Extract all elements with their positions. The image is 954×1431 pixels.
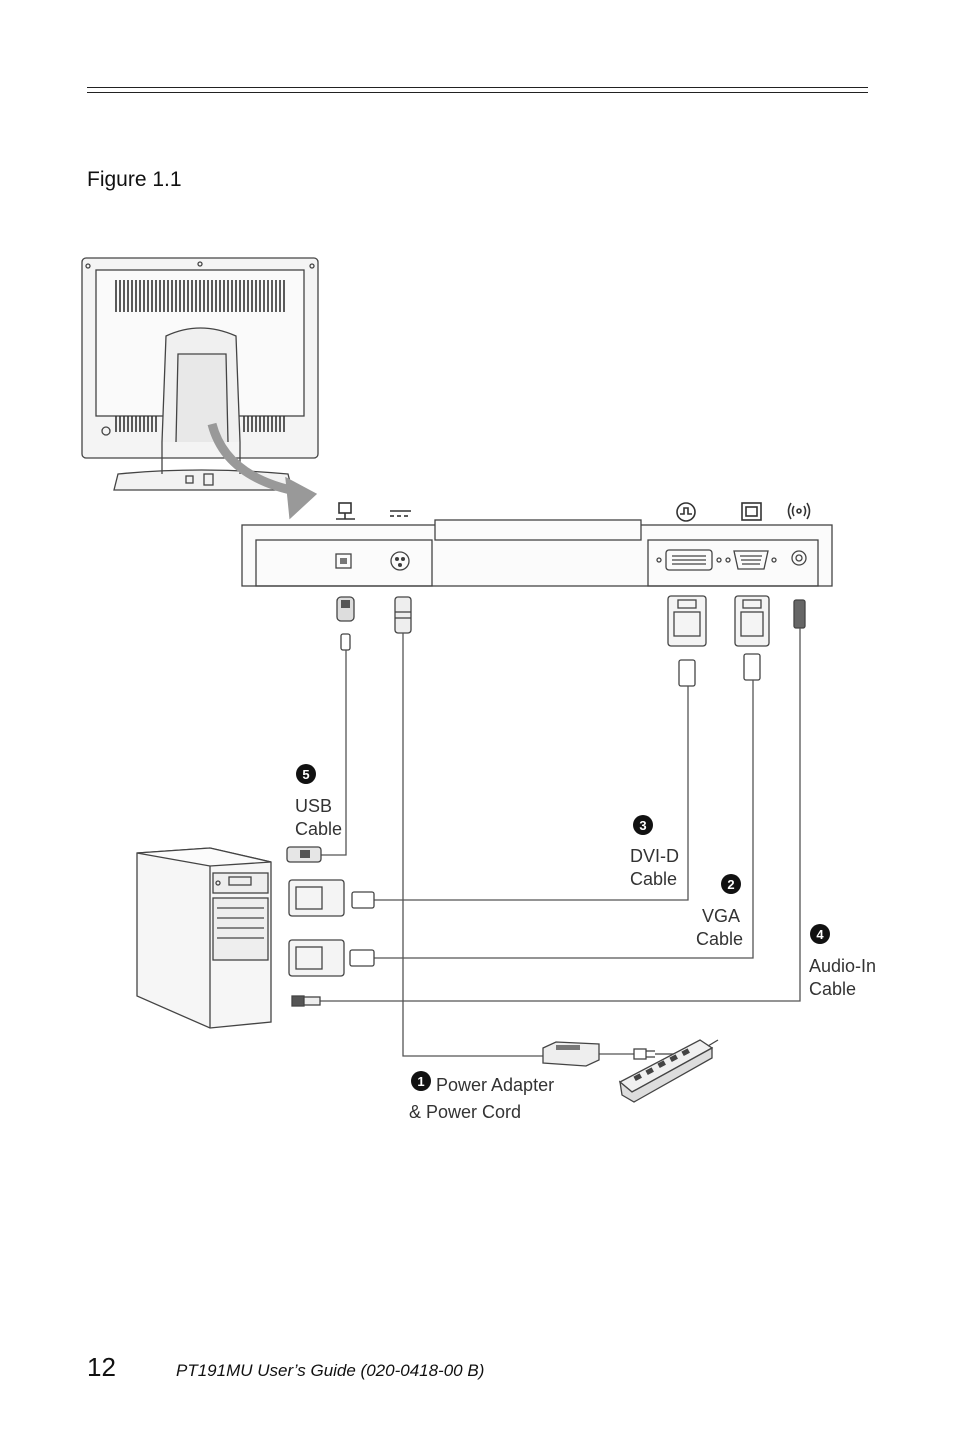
vga-port [733,550,769,570]
audio-plug-pc [291,995,321,1007]
power-plug-monitor [394,596,412,634]
footer-doc-title: PT191MU User’s Guide (020-0418-00 B) [176,1361,485,1380]
cables [320,628,801,1057]
svg-text:3: 3 [639,818,646,833]
label-audio-line2: Cable [809,979,856,999]
monitor-rear-view [81,257,319,491]
label-audio-line1: Audio-In [809,956,876,976]
label-usb-line2: Cable [295,819,342,839]
label-dvi-line2: Cable [630,869,677,889]
panel-plugs [336,595,806,687]
power-cable-line [402,633,543,1057]
badge-2: 2 [721,874,741,894]
vga-cable-line [374,680,754,959]
vga-plug-monitor [734,595,770,681]
vent-grille-bottom-left [115,416,157,432]
label-vga-line1: VGA [702,906,740,926]
svg-text:4: 4 [816,927,824,942]
vent-grille-top [115,280,285,312]
label-vga-line2: Cable [696,929,743,949]
dvi-plug-monitor [667,595,707,687]
dvi-plug-pc [288,879,375,917]
port-icons [336,502,811,522]
label-power-line1: Power Adapter [436,1075,554,1095]
svg-text:5: 5 [302,767,309,782]
badge-4: 4 [810,924,830,944]
figure-caption: Figure 1.1 [87,168,182,191]
power-strip [618,1039,719,1103]
vga-icon [741,502,762,521]
dc-power-icon [390,510,411,517]
vga-plug-pc [288,939,375,977]
vent-grille-bottom-right [243,416,285,432]
usb-computer-icon [336,502,355,520]
dvi-port [665,549,713,571]
usb-port [335,553,352,569]
dvi-icon [676,502,696,522]
svg-text:1: 1 [417,1074,424,1089]
zoom-arrow [207,422,301,497]
label-power-line2: & Power Cord [409,1102,521,1122]
audio-plug-monitor [793,599,806,629]
audio-port [791,550,807,566]
power-port [390,551,410,571]
audio-cable-line [320,628,801,1002]
dvi-cable-line [374,686,689,901]
header-rule-top [87,87,868,88]
badge-5: 5 [296,764,316,784]
computer-tower [136,846,375,1029]
label-dvi-line1: DVI-D [630,846,679,866]
page-number: 12 [87,1352,116,1382]
usb-cable-line [321,650,347,856]
badge-1: 1 [411,1071,431,1091]
svg-text:2: 2 [727,877,734,892]
audio-icon [787,502,811,520]
badge-3: 3 [633,815,653,835]
power-adapter-brick [542,1041,688,1067]
connector-panel [241,519,833,587]
label-usb-line1: USB [295,796,332,816]
header-rule-bottom [87,92,868,93]
